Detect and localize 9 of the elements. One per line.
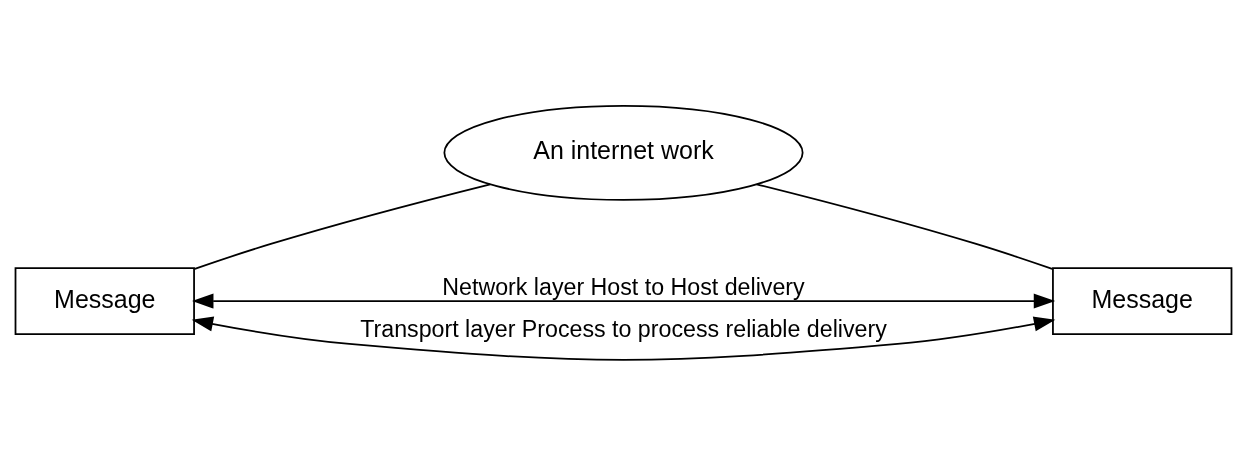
edge-label: Transport layer Process to process reliable delivery	[360, 316, 887, 343]
node-ellipse: An internet work	[443, 104, 804, 201]
arrow	[192, 293, 1056, 309]
node-box: Message	[14, 267, 195, 335]
arrow	[191, 316, 1056, 361]
connector	[755, 183, 1054, 270]
node-box: Message	[1052, 267, 1233, 335]
connector	[193, 183, 492, 270]
edge-label: Network layer Host to Host delivery	[442, 273, 805, 300]
